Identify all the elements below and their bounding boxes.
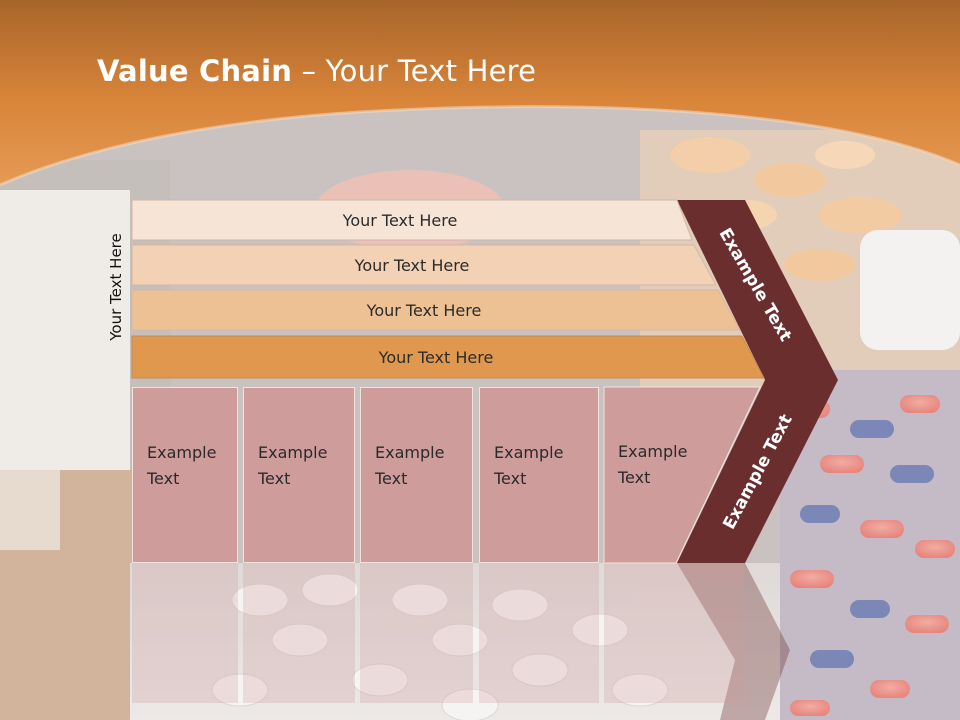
- bar-1-label: Your Text Here: [342, 210, 458, 230]
- slide-title-rest: – Your Text Here: [292, 54, 537, 88]
- column-4: Example Text: [479, 387, 599, 563]
- column-1-line1: Example: [147, 443, 217, 462]
- column-1-line2: Text: [147, 469, 180, 488]
- slide-title: Value Chain – Your Text Here: [97, 54, 536, 88]
- vertical-label: Your Text Here: [107, 233, 125, 341]
- column-1: Example Text: [132, 387, 238, 563]
- slide-title-bold: Value Chain: [97, 54, 293, 88]
- bar-2-label: Your Text Here: [354, 255, 470, 275]
- bar-4: Your Text Here: [132, 337, 764, 377]
- column-3-line2: Text: [375, 469, 408, 488]
- column-2-line1: Example: [258, 443, 328, 462]
- column-4-line1: Example: [494, 443, 564, 462]
- column-2-line2: Text: [258, 469, 291, 488]
- bar-4-label: Your Text Here: [378, 347, 494, 367]
- column-2: Example Text: [243, 387, 355, 563]
- column-4-line2: Text: [494, 469, 527, 488]
- bar-2: Your Text Here: [132, 245, 716, 285]
- bar-3: Your Text Here: [132, 290, 740, 330]
- bar-3-label: Your Text Here: [366, 300, 482, 320]
- column-3: Example Text: [360, 387, 473, 563]
- column-5-line2: Text: [618, 468, 651, 487]
- bar-1: Your Text Here: [132, 200, 692, 240]
- column-3-line1: Example: [375, 443, 445, 462]
- column-5: Example Text: [604, 387, 704, 563]
- column-5-line1: Example: [618, 442, 688, 461]
